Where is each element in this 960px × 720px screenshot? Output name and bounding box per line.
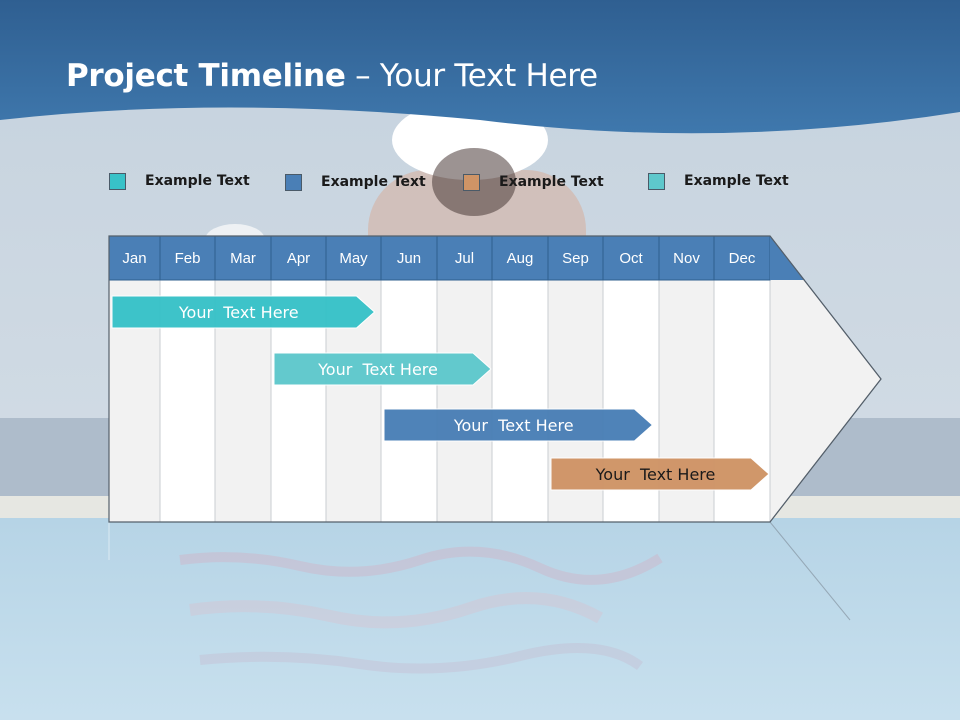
legend-swatch-3 <box>463 173 480 191</box>
month-column <box>491 279 549 523</box>
month-column <box>380 279 438 523</box>
month-header-cell <box>270 235 327 281</box>
month-header-cell <box>658 235 715 281</box>
month-label: Apr <box>287 250 310 267</box>
month-label: Jan <box>122 250 146 267</box>
title-bold: Project Timeline <box>66 58 346 94</box>
month-label: Oct <box>619 250 643 267</box>
slide-title: Project Timeline – Your Text Here <box>66 58 598 94</box>
task-label: Your Text Here <box>453 416 574 435</box>
month-label: Aug <box>507 250 534 267</box>
legend-item-4: Example Text <box>648 170 789 192</box>
month-header-cell <box>380 235 438 281</box>
legend-swatch-4 <box>648 172 665 190</box>
reflection-line <box>769 521 851 621</box>
task-label: Your Text Here <box>595 465 716 484</box>
task-label: Your Text Here <box>317 360 438 379</box>
month-header-cell <box>325 235 382 281</box>
month-label: Sep <box>562 250 589 267</box>
month-label: Nov <box>673 250 700 267</box>
month-label: Jun <box>397 250 421 267</box>
legend-item-2: Example Text <box>285 171 426 193</box>
month-label: Jul <box>455 250 474 267</box>
month-header-cell <box>159 235 216 281</box>
month-label: May <box>339 250 368 267</box>
title-rest: – Your Text Here <box>345 58 598 94</box>
legend-label-1: Example Text <box>145 173 250 189</box>
legend-item-1: Example Text <box>109 170 250 192</box>
month-header-cell <box>214 235 272 281</box>
task-label: Your Text Here <box>178 303 299 322</box>
month-header-cell <box>602 235 660 281</box>
timeline-outline <box>108 235 882 523</box>
month-label: Mar <box>230 250 256 267</box>
task-arrow <box>550 457 770 491</box>
task-arrow <box>111 295 376 329</box>
month-header-cell <box>108 235 161 281</box>
legend-swatch-1 <box>109 172 126 190</box>
legend-label-4: Example Text <box>684 173 789 189</box>
month-label: Feb <box>175 250 201 267</box>
month-column <box>436 279 493 523</box>
task-arrow <box>383 408 654 442</box>
legend-label-2: Example Text <box>321 174 426 190</box>
legend-label-3: Example Text <box>499 174 604 190</box>
month-label: Dec <box>729 250 756 267</box>
legend-swatch-2 <box>285 173 302 191</box>
month-header-cell <box>547 235 604 281</box>
legend-item-3: Example Text <box>463 171 604 193</box>
task-arrow <box>273 352 492 386</box>
